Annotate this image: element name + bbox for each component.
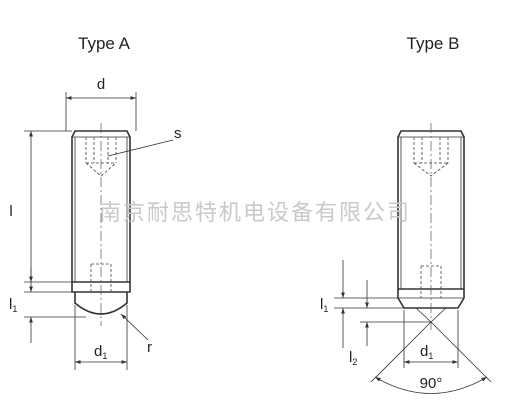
dim-l1-a: l1 [9,268,86,343]
dim-l1-a-label: l1 [9,296,17,314]
dim-angle: 90° [370,321,492,394]
dim-d1-b: d1 [403,310,459,368]
dim-l1-b-label: l1 [320,296,328,314]
dim-d1-b-label: d1 [420,343,433,361]
dim-l1-b: l1 [320,260,404,348]
dim-l-label: l [9,203,12,220]
dim-d1-a-label: d1 [94,343,107,361]
dim-angle-label: 90° [420,375,443,392]
dim-d-label: d [97,76,105,93]
type-a-view: Type A [9,34,182,370]
type-b-view: Type B l [320,34,492,394]
dim-l2-label: l2 [349,349,357,367]
type-b-title: Type B [407,34,460,53]
leader-r-label: r [147,339,152,356]
dim-d: d [65,76,137,131]
watermark-text: 南京耐思特机电设备有限公司 [99,200,411,225]
type-a-title: Type A [78,34,131,53]
leader-s: s [107,125,182,157]
leader-r: r [120,313,152,356]
type-b-hex-socket [413,137,449,298]
dim-l: l [9,130,72,283]
leader-s-label: s [174,125,182,142]
dim-d1-a: d1 [74,305,128,370]
dim-l2: l2 [349,280,431,367]
